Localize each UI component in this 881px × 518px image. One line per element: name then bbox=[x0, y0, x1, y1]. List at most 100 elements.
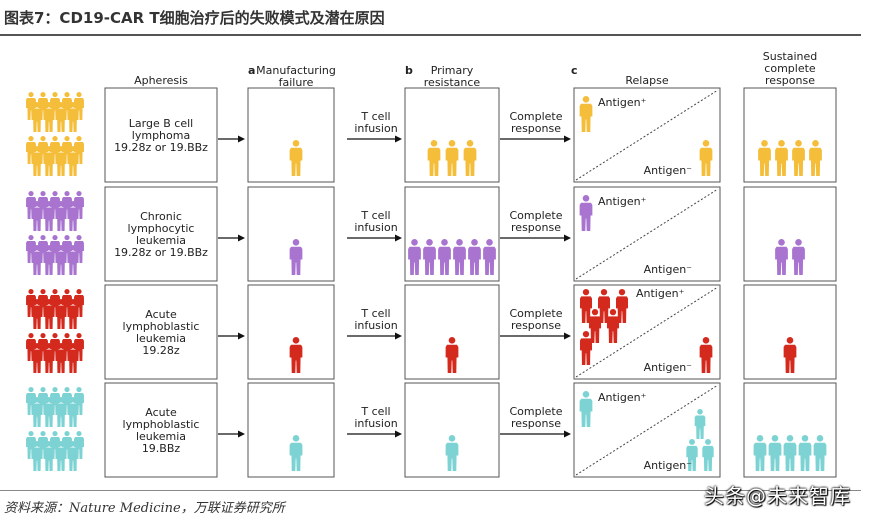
person-head bbox=[64, 431, 70, 437]
person-head bbox=[34, 397, 40, 403]
person-head bbox=[778, 239, 785, 246]
person-head bbox=[801, 435, 809, 442]
person-head bbox=[70, 299, 76, 305]
complete-response-label: Complete bbox=[509, 209, 562, 222]
person-body bbox=[289, 246, 303, 275]
header-letter-b: b bbox=[405, 64, 413, 77]
person-head bbox=[471, 239, 478, 246]
person-icon bbox=[67, 102, 79, 132]
person-icon bbox=[55, 343, 67, 373]
relapse-diagonal bbox=[575, 89, 719, 181]
person-body bbox=[686, 445, 698, 471]
person-icon bbox=[758, 140, 771, 176]
person-body bbox=[813, 442, 827, 471]
antigen-positive-label: Antigen⁺ bbox=[598, 391, 647, 404]
arrow-tcell-infusion-head bbox=[395, 135, 402, 143]
figure-title: 图表7：CD19-CAR T细胞治疗后的失败模式及潜在原因 bbox=[4, 9, 385, 27]
person-icon bbox=[768, 435, 782, 471]
person-head bbox=[76, 387, 82, 393]
person-head bbox=[76, 289, 82, 295]
person-body bbox=[699, 344, 713, 373]
person-body bbox=[43, 305, 55, 329]
arrow-tcell-infusion-head bbox=[395, 234, 402, 242]
person-head bbox=[28, 289, 34, 295]
person-head bbox=[58, 441, 64, 447]
person-body bbox=[699, 147, 713, 176]
person-icon bbox=[67, 245, 79, 275]
person-head bbox=[76, 235, 82, 241]
person-body bbox=[31, 108, 43, 132]
person-body bbox=[615, 296, 629, 323]
person-head bbox=[816, 435, 824, 442]
person-body bbox=[606, 316, 620, 343]
person-body bbox=[67, 447, 79, 471]
person-icon bbox=[463, 140, 477, 176]
sustained-box bbox=[743, 87, 837, 183]
person-body bbox=[445, 344, 459, 373]
person-head bbox=[28, 92, 34, 98]
person-head bbox=[486, 239, 493, 246]
person-icon bbox=[31, 441, 43, 471]
antigen-positive-label: Antigen⁺ bbox=[598, 195, 647, 208]
header-relapse: Relapse bbox=[625, 74, 668, 87]
arrow-tcell-infusion-head bbox=[395, 430, 402, 438]
person-body bbox=[43, 207, 55, 231]
person-head bbox=[40, 387, 46, 393]
person-body bbox=[775, 147, 788, 176]
person-head bbox=[64, 136, 70, 142]
person-head bbox=[64, 387, 70, 393]
person-head bbox=[812, 140, 819, 147]
tcell-infusion-label: infusion bbox=[354, 417, 397, 430]
person-body bbox=[579, 296, 593, 323]
header-sustained: complete bbox=[764, 62, 816, 75]
person-icon bbox=[483, 239, 496, 275]
person-body bbox=[31, 152, 43, 176]
person-body bbox=[289, 344, 303, 373]
person-head bbox=[756, 435, 764, 442]
person-body bbox=[445, 147, 459, 176]
person-body bbox=[423, 246, 436, 275]
person-head bbox=[64, 191, 70, 197]
arrow-complete-response-head bbox=[564, 135, 571, 143]
person-head bbox=[70, 245, 76, 251]
header-primary: resistance bbox=[424, 76, 481, 89]
person-body bbox=[702, 445, 714, 471]
person-icon bbox=[606, 309, 620, 343]
disease-label: lymphoblastic bbox=[123, 418, 200, 431]
person-body bbox=[67, 403, 79, 427]
person-head bbox=[52, 191, 58, 197]
person-head bbox=[76, 92, 82, 98]
person-icon bbox=[699, 337, 713, 373]
arrow-complete-response-head bbox=[564, 234, 571, 242]
person-head bbox=[600, 289, 608, 296]
person-head bbox=[52, 235, 58, 241]
person-body bbox=[67, 108, 79, 132]
person-head bbox=[34, 245, 40, 251]
person-icon bbox=[579, 331, 593, 365]
person-head bbox=[697, 409, 703, 415]
person-head bbox=[46, 146, 52, 152]
person-head bbox=[28, 191, 34, 197]
person-head bbox=[40, 191, 46, 197]
person-head bbox=[76, 136, 82, 142]
tcell-infusion-label: T cell bbox=[360, 405, 390, 418]
person-head bbox=[448, 435, 456, 442]
person-head bbox=[64, 92, 70, 98]
antigen-positive-label: Antigen⁺ bbox=[636, 287, 685, 300]
person-head bbox=[771, 435, 779, 442]
disease-label: Large B cell bbox=[129, 117, 193, 130]
person-head bbox=[58, 146, 64, 152]
person-head bbox=[46, 441, 52, 447]
header-manufacturing: failure bbox=[279, 76, 314, 89]
disease-label: 19.28z bbox=[142, 344, 179, 357]
person-head bbox=[70, 343, 76, 349]
person-head bbox=[58, 201, 64, 207]
person-icon bbox=[55, 299, 67, 329]
person-icon bbox=[445, 435, 459, 471]
disease-label: Acute bbox=[145, 308, 177, 321]
arrow-to-manufacturing-head bbox=[238, 234, 245, 242]
person-icon bbox=[43, 146, 55, 176]
arrow-complete-response-head bbox=[564, 430, 571, 438]
disease-label: lymphocytic bbox=[128, 222, 195, 235]
person-head bbox=[76, 333, 82, 339]
